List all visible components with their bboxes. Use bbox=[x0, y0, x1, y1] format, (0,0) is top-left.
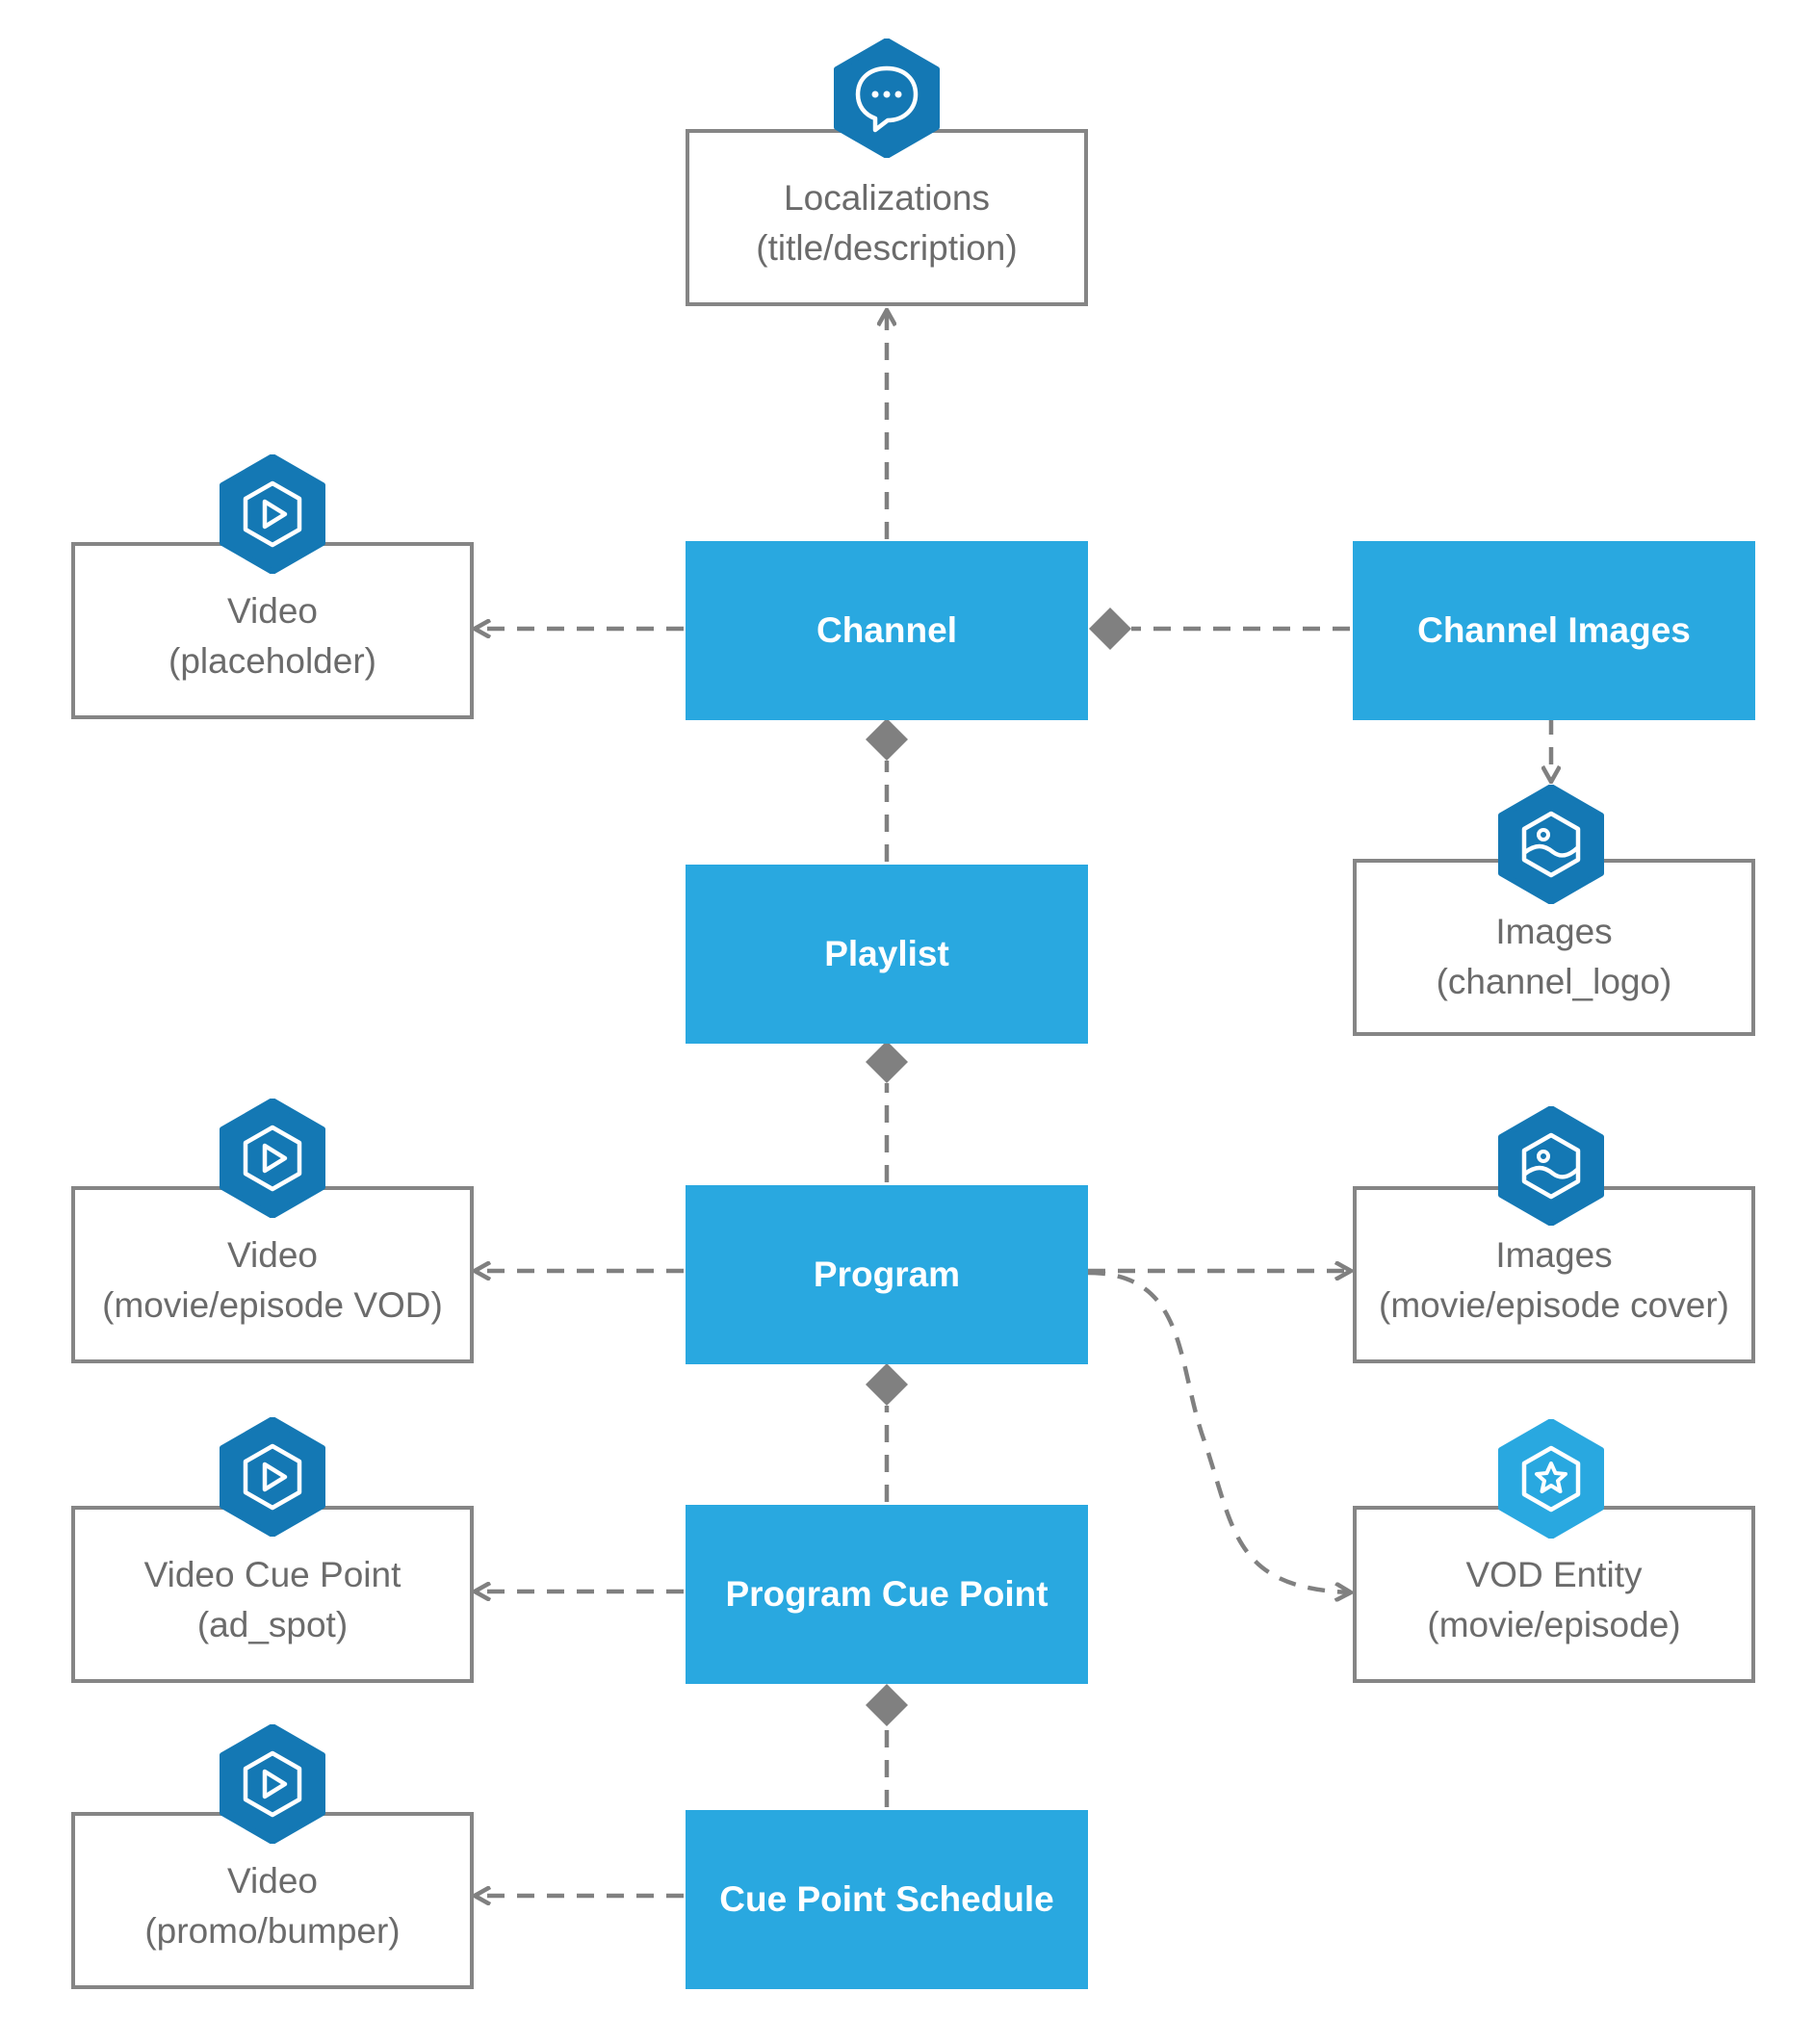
channel-images-entity[interactable]: Channel Images bbox=[1353, 541, 1755, 720]
images-channel-logo-label: Images bbox=[1495, 912, 1613, 951]
image-icon bbox=[1498, 785, 1604, 904]
video-vod-sublabel: (movie/episode VOD) bbox=[102, 1285, 443, 1325]
program-cue-point-entity[interactable]: Program Cue Point bbox=[686, 1505, 1088, 1684]
diamond-channel-bottom bbox=[866, 718, 908, 761]
cue-point-schedule-entity[interactable]: Cue Point Schedule bbox=[686, 1810, 1088, 1989]
video-cue-point-sublabel: (ad_spot) bbox=[196, 1605, 349, 1644]
vod-entity-sublabel: (movie/episode) bbox=[1427, 1605, 1681, 1644]
image-icon bbox=[1498, 1106, 1604, 1226]
images-cover-label: Images bbox=[1495, 1235, 1613, 1275]
diamond-playlist-bottom bbox=[866, 1041, 908, 1083]
star-icon bbox=[1498, 1419, 1604, 1539]
video-vod-label: Video bbox=[227, 1235, 318, 1275]
program-entity[interactable]: Program bbox=[686, 1185, 1088, 1364]
video-placeholder-sublabel: (placeholder) bbox=[168, 641, 376, 681]
images-channel-logo-sublabel: (channel_logo) bbox=[1436, 962, 1672, 1001]
play-icon bbox=[220, 454, 325, 574]
connector-program-vod-entity bbox=[1087, 1270, 1351, 1592]
play-icon bbox=[220, 1099, 325, 1218]
localizations-box[interactable]: Localizations (title/description) bbox=[686, 129, 1088, 306]
images-cover-sublabel: (movie/episode cover) bbox=[1379, 1285, 1729, 1325]
images-channel-logo-box[interactable]: Images (channel_logo) bbox=[1353, 859, 1755, 1036]
diamond-channel-right bbox=[1089, 608, 1131, 650]
play-icon bbox=[220, 1724, 325, 1844]
diamond-cue-point-bottom bbox=[866, 1684, 908, 1726]
video-placeholder-label: Video bbox=[227, 591, 318, 631]
chat-bubble-icon bbox=[834, 39, 940, 158]
localizations-label: Localizations bbox=[784, 178, 990, 218]
localizations-sublabel: (title/description) bbox=[756, 228, 1018, 268]
vod-entity-label: VOD Entity bbox=[1465, 1555, 1643, 1594]
playlist-entity[interactable]: Playlist bbox=[686, 865, 1088, 1044]
diamond-program-bottom bbox=[866, 1363, 908, 1406]
video-placeholder-box[interactable]: Video (placeholder) bbox=[71, 542, 474, 719]
channel-entity[interactable]: Channel bbox=[686, 541, 1088, 720]
play-icon bbox=[220, 1417, 325, 1537]
video-promo-sublabel: (promo/bumper) bbox=[144, 1911, 401, 1951]
video-promo-label: Video bbox=[227, 1861, 318, 1901]
video-cue-point-label: Video Cue Point bbox=[143, 1555, 401, 1594]
